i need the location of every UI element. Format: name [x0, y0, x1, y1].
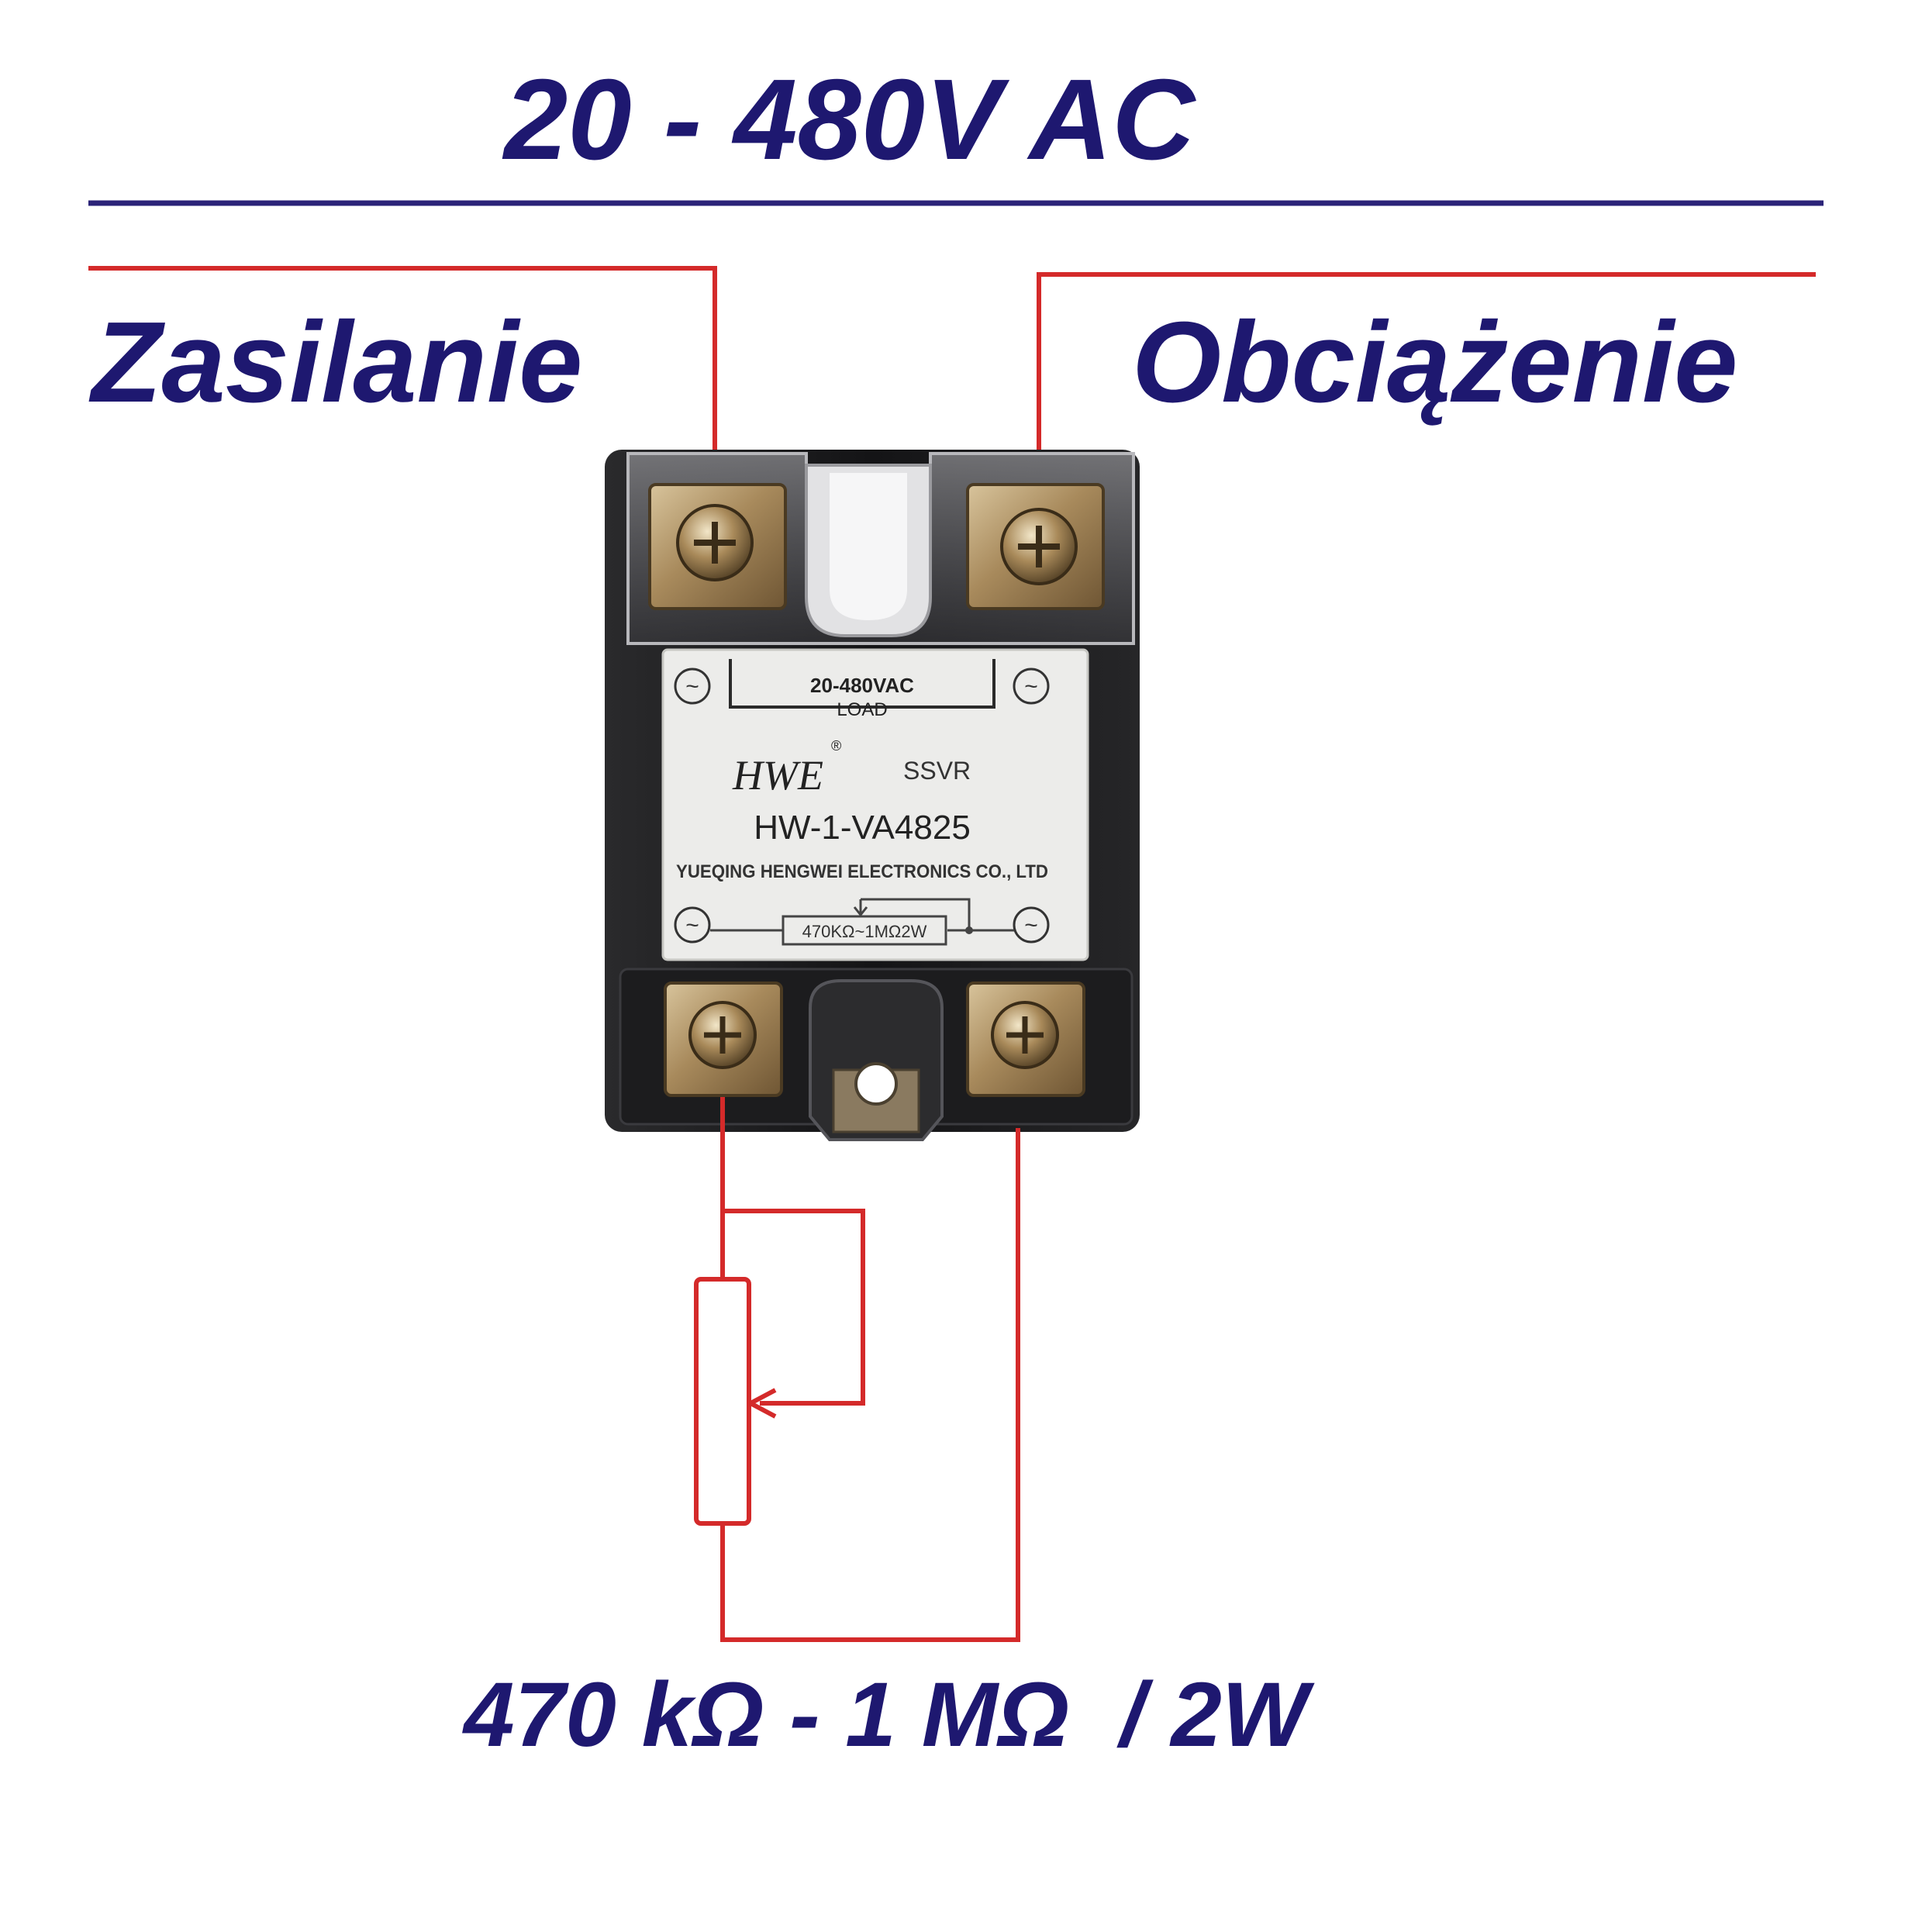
- voltage-title: 20 - 480V AC: [502, 56, 1196, 184]
- terminal-lower-left: [664, 982, 783, 1097]
- mounting-hole-icon: [854, 1062, 898, 1106]
- terminal-symbol-top-right: ~: [1024, 674, 1038, 699]
- load-wire: [1037, 272, 1816, 495]
- terminal-upper-left: [648, 483, 787, 610]
- potentiometer-circuit: [694, 1097, 1020, 1642]
- terminal-symbol-bottom-left: ~: [685, 913, 699, 938]
- wire-wiper-loop: [723, 1209, 865, 1406]
- relay-nameplate: 20-480VAC LOAD ~ ~ ~ ~ HWE ® SSVR HW-1-V…: [661, 648, 1089, 961]
- terminal-symbol-bottom-right: ~: [1024, 913, 1038, 938]
- solid-state-relay: 20-480VAC LOAD ~ ~ ~ ~ HWE ® SSVR HW-1-V…: [605, 450, 1140, 1141]
- registered-mark: ®: [831, 738, 841, 754]
- wire-return: [720, 1128, 1020, 1642]
- load-word: LOAD: [837, 699, 887, 720]
- potentiometer-symbol: [694, 1277, 751, 1526]
- load-rating: 20-480VAC: [810, 674, 914, 697]
- terminal-lower-right: [966, 982, 1085, 1097]
- manufacturer: YUEQING HENGWEI ELECTRONICS CO., LTD: [676, 861, 1048, 882]
- relay-model: HW-1-VA4825: [754, 809, 971, 847]
- load-label: Obciążenie: [1132, 298, 1737, 426]
- resistor-spec: 470KΩ~1MΩ2W: [802, 922, 927, 941]
- terminal-symbol-top-left: ~: [685, 674, 699, 699]
- potentiometer-label: 470 kΩ - 1 MΩ / 2W: [462, 1664, 1315, 1766]
- supply-wire: [88, 266, 717, 495]
- terminal-upper-right: [966, 483, 1105, 610]
- supply-label: Zasilanie: [88, 298, 582, 426]
- relay-type: SSVR: [903, 757, 971, 785]
- brand-logo: HWE: [732, 752, 823, 799]
